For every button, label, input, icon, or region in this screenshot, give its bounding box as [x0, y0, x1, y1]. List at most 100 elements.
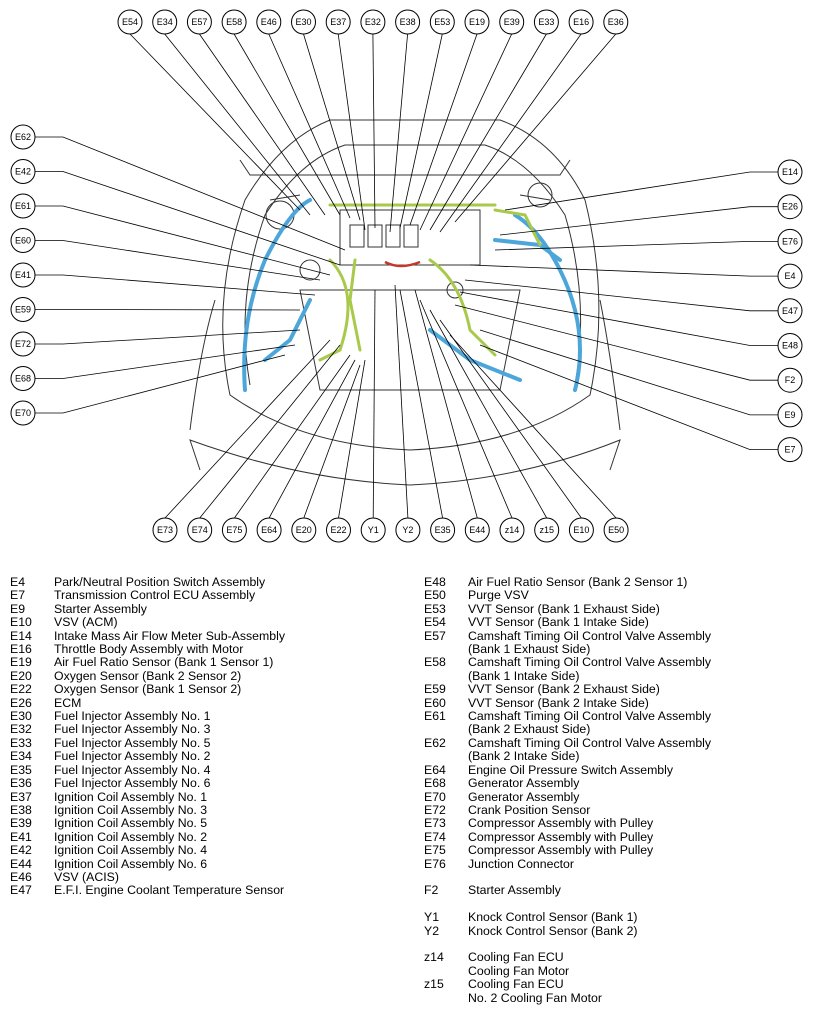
legend-code: E41 [10, 829, 32, 844]
legend-description: Park/Neutral Position Switch Assembly [54, 575, 266, 589]
legend-description: Ignition Coil Assembly No. 2 [54, 829, 208, 844]
leader-line-e10 [439, 319, 582, 519]
leader-line-e35 [399, 289, 443, 519]
legend-description: Fuel Injector Assembly No. 6 [54, 776, 211, 791]
callout-circle [777, 228, 803, 254]
callout-circle [326, 517, 351, 543]
callout-label: E46 [261, 17, 277, 27]
legend-description: Generator Assembly [468, 776, 580, 791]
leader-line-e16 [439, 33, 582, 233]
callout-circle [777, 298, 803, 324]
legend-description: VVT Sensor (Bank 1 Intake Side) [468, 615, 649, 630]
callout-circle [10, 366, 36, 391]
callout-circle [360, 9, 386, 35]
legend-code: E42 [10, 843, 32, 858]
leader-line-e41 [35, 274, 316, 296]
callout-z14: z14 [499, 517, 525, 543]
legend-description: Compressor Assembly with Pulley [468, 843, 654, 858]
legend-description: Transmission Control ECU Assembly [54, 588, 256, 603]
legend-description: Crank Position Sensor [468, 802, 591, 817]
legend-code: E14 [10, 628, 32, 643]
callout-circle [777, 159, 803, 185]
leader-line-e48 [459, 291, 778, 346]
callout-e75: E75 [221, 517, 247, 543]
legend-description: Oxygen Sensor (Bank 1 Sensor 2) [54, 682, 242, 697]
callout-label: E30 [295, 17, 311, 27]
leader-line-e68 [35, 344, 296, 379]
legend-code: E58 [424, 655, 446, 670]
leader-line-e33 [429, 33, 547, 231]
callout-e73: E73 [152, 517, 178, 543]
legend-description: Throttle Body Assembly with Motor [54, 642, 244, 657]
legend-description: Ignition Coil Assembly No. 1 [54, 789, 208, 804]
legend-entry-e60: E60 VVT Sensor (Bank 2 Intake Side) [424, 695, 711, 710]
callout-e19: E19 [464, 9, 490, 35]
callout-circle [152, 9, 178, 35]
legend-description: VVT Sensor (Bank 2 Intake Side) [468, 695, 649, 710]
leader-line-e38 [389, 33, 408, 233]
callout-circle [10, 193, 36, 219]
legend-code: E73 [424, 816, 446, 831]
legend-code: E9 [10, 601, 26, 616]
callout-e42: E42 [10, 159, 36, 184]
callout-label: E39 [504, 17, 520, 27]
leader-lines [35, 33, 778, 519]
callout-circle [117, 9, 143, 35]
leader-line-y1 [372, 289, 376, 519]
callout-circle [499, 9, 525, 35]
legend-code: E38 [10, 802, 32, 817]
legend-description: Camshaft Timing Oil Control Valve Assemb… [468, 655, 712, 683]
callout-label: E34 [157, 17, 173, 27]
callout-e33: E33 [533, 9, 559, 35]
leader-line-e19 [409, 33, 478, 226]
callout-circle [152, 517, 178, 543]
callout-e30: E30 [291, 9, 316, 35]
callout-circle [464, 9, 490, 35]
callout-label: z14 [505, 525, 520, 535]
callout-e70: E70 [10, 400, 36, 426]
callout-e60: E60 [10, 228, 36, 253]
callout-circle [464, 517, 490, 543]
legend-entry-e9: E9 Starter Assembly [10, 601, 285, 616]
callout-e39: E39 [499, 9, 525, 35]
callout-label: E7 [784, 445, 795, 455]
callout-circle [568, 9, 594, 35]
callout-e44: E44 [464, 517, 490, 543]
legend-description: Starter Assembly [54, 601, 147, 616]
callout-circle [291, 9, 316, 35]
legend-code: z14 [424, 950, 444, 965]
leader-line-e30 [303, 33, 361, 221]
legend-code: E61 [424, 709, 446, 724]
callout-e35: E35 [430, 517, 456, 543]
callout-e34: E34 [152, 9, 178, 35]
legend-description: Ignition Coil Assembly No. 3 [54, 802, 208, 817]
legend-code: E46 [10, 869, 32, 884]
legend-code: E26 [10, 695, 32, 710]
callout-e68: E68 [10, 366, 36, 391]
legend-code: E60 [424, 695, 446, 710]
callout-circle [10, 124, 36, 150]
callout-label: E16 [573, 17, 589, 27]
callout-label: Y2 [402, 525, 413, 535]
legend-description: Junction Connector [468, 856, 574, 871]
